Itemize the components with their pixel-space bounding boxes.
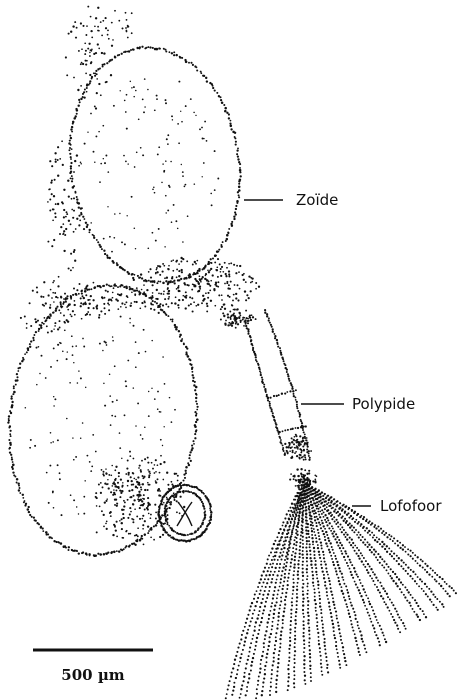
polypide-stalk-stipple [220,308,312,461]
upper-zooid-stipple [47,6,260,313]
scale-bar-label: 500 µm [61,666,125,684]
polypide-label: Polypide [352,395,415,413]
zoide-label: Zoïde [296,191,338,209]
lofofoor-label: Lofofoor [380,497,442,515]
lower-zooid-stipple [7,280,198,557]
